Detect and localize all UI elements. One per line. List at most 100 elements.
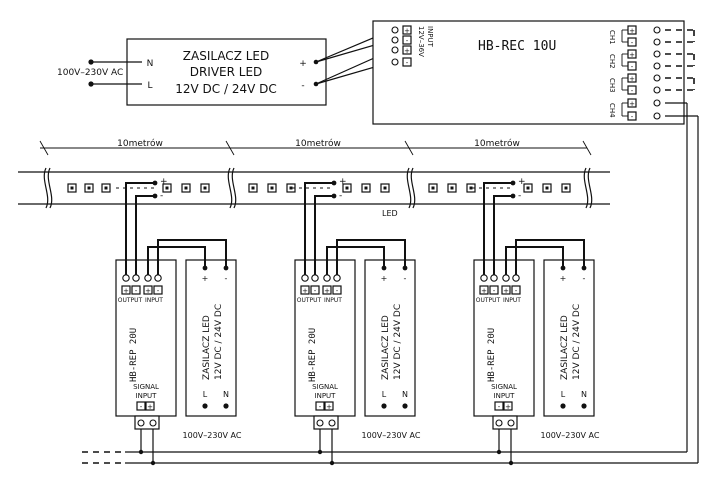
repeater-terminal-sign-box [479,285,489,295]
led-chip-core [450,186,454,190]
repeater-terminal-sign: + [503,287,509,295]
repeater-terminal-sign: - [135,287,138,295]
led-chip-core [289,186,293,190]
sub-psu-box [185,259,237,417]
channel-output-ring [653,26,661,34]
repeater-terminal [144,274,152,282]
receiver-output-wires [665,29,699,463]
channel-terminal-sign: + [629,75,635,83]
channel-terminal-sign: + [629,51,635,59]
sub-psu-plus-label: + [202,274,209,283]
signal-minus-sign: - [319,403,322,411]
signal-terminal [149,419,157,427]
channel-terminal-sign: - [631,39,634,47]
section-length-2: 10metrów [295,138,341,149]
signal-plus-sign: + [147,403,153,411]
sub-psu-n-point [402,403,408,409]
repeater-input-label: INPUT [324,297,342,304]
channel-terminal-sign: - [631,63,634,71]
main-psu-plus: + [299,59,307,69]
repeater-terminal-sign: - [157,287,160,295]
channel-terminal-sign: - [631,87,634,95]
receiver-channel-label: CH2 [608,54,616,69]
signal-plus-box [145,401,155,411]
main-psu-line3: 12V DC / 24V DC [175,82,277,96]
sub-psu-line2: 12V DC / 24V DC [393,304,403,380]
signal-minus-box [494,401,504,411]
power-wire-plus [326,246,385,275]
sub-psu-l-point [202,403,208,409]
sub-psu-plus-label: + [381,274,388,283]
channel-terminal-sign: + [629,100,635,108]
svg-text:-: - [406,37,409,45]
output-wire-minus [314,195,334,275]
repeater-input-label: INPUT [503,297,521,304]
repeater-signal-label: SIGNAL [133,383,159,391]
led-chip-core [270,186,274,190]
strip-plus-label: + [518,177,526,187]
strip-plus-point [331,180,337,186]
channel-output-ring [653,38,661,46]
dimension-line: 10metrów 10metrów 10metrów [39,138,592,156]
strip-plus-label: + [160,177,168,187]
repeater-terminal-sign: + [302,287,308,295]
led-chip-core [70,186,74,190]
signal-minus-box [315,401,325,411]
receiver-channel-label: CH4 [608,103,616,118]
strip-plus-label: + [339,177,347,187]
signal-terminal [507,419,515,427]
main-psu-ac-label: 100V–230V AC [57,68,123,78]
signal-plus-sign: + [326,403,332,411]
signal-bus [82,451,698,464]
main-psu-line1: ZASILACZ LED [183,49,269,63]
strip-minus-point [331,193,337,199]
repeater-terminal-sign: - [515,287,518,295]
led-chip-core [526,186,530,190]
repeater-signal-input-label: INPUT [315,392,337,400]
receiver-channel-label: CH1 [608,30,616,45]
led-label: LED [382,209,398,218]
sub-psu-line1: ZASILACZ LED [202,315,212,380]
signal-plus-sign: + [505,403,511,411]
receiver-input-label: INPUT [426,26,434,48]
sub-psu-terminal-l: L [203,390,208,399]
led-chips [67,183,571,193]
repeater-terminal [301,274,309,282]
repeater-terminal [502,274,510,282]
repeater-terminal-sign: + [123,287,129,295]
repeater-input-label: INPUT [145,297,163,304]
repeater-terminal [154,274,162,282]
strip-minus-point [510,193,516,199]
sub-psu-line1: ZASILACZ LED [381,315,391,380]
sub-psu-terminal-l: L [382,390,387,399]
sub-psu-l-point [560,403,566,409]
main-psu-line2: DRIVER LED [190,65,263,79]
repeater-terminal-sign: - [314,287,317,295]
receiver: + - + - INPUT 12V–36V HB-REC 10U [372,20,685,125]
sub-psu-plus-label: + [560,274,567,283]
led-chip-core [364,186,368,190]
sub-psu-l-point [381,403,387,409]
repeater-terminal-sign-box [131,285,141,295]
strip-minus-label: - [160,191,163,201]
sub-psu-minus-label: - [404,274,407,283]
repeater-terminal-sign: - [493,287,496,295]
channel-output-ring [653,112,661,120]
svg-text:-: - [406,59,409,67]
channel-output-ring [653,74,661,82]
channel-output-ring [653,50,661,58]
repeater-terminal [512,274,520,282]
channel-terminal-sign: + [629,27,635,35]
sub-psu-terminal-n: N [223,390,229,399]
repeater-output-label: OUTPUT [297,297,322,304]
svg-text:+: + [404,27,410,35]
section-length-3: 10metrów [474,138,520,149]
signal-plus-box [324,401,334,411]
signal-plus-box [503,401,513,411]
power-wire-plus [147,246,206,275]
signal-minus-sign: - [498,403,501,411]
led-chip-core [251,186,255,190]
sub-psu-minus-label: - [583,274,586,283]
